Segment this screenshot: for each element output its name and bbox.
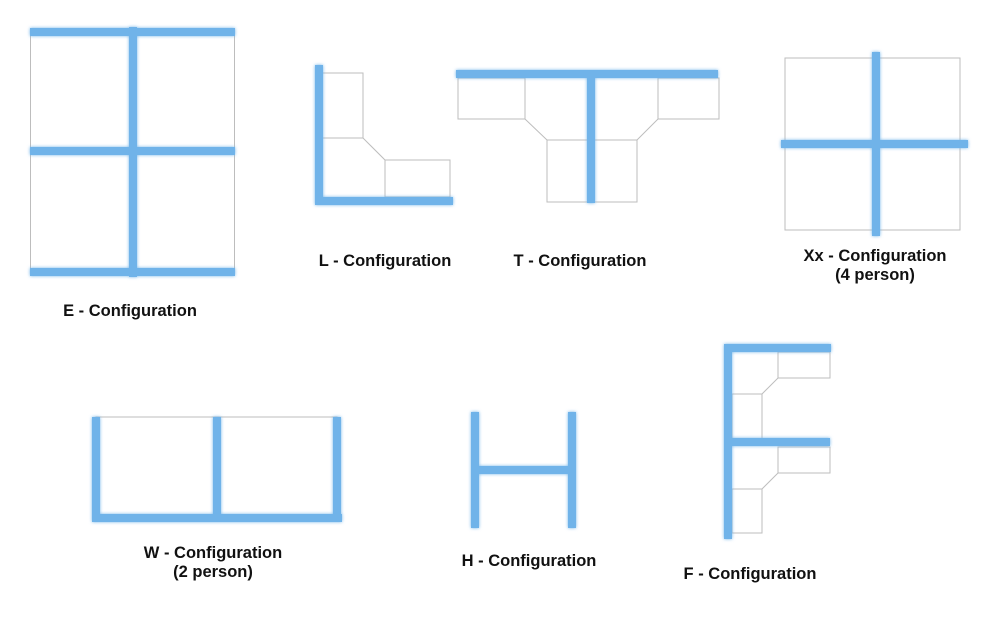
t-configuration-diagram bbox=[456, 70, 720, 203]
figure-f-configuration bbox=[713, 336, 843, 546]
e-configuration-label: E - Configuration bbox=[63, 302, 197, 321]
f-configuration-diagram bbox=[724, 344, 831, 539]
h-configuration-diagram bbox=[471, 412, 576, 528]
label-text: F - Configuration bbox=[683, 565, 817, 583]
figure-xx-configuration bbox=[775, 48, 975, 240]
desk-outlines bbox=[319, 72, 451, 198]
label-text: W - Configuration bbox=[143, 544, 283, 562]
e-configuration-diagram bbox=[30, 27, 235, 277]
blue-panels bbox=[781, 52, 968, 236]
xx-configuration-label: Xx - Configuration (4 person) bbox=[804, 247, 947, 285]
label-text: E - Configuration bbox=[63, 302, 197, 320]
w-configuration-label: W - Configuration (2 person) bbox=[144, 544, 282, 582]
label-text: Xx - Configuration bbox=[803, 247, 947, 265]
l-configuration-label: L - Configuration bbox=[319, 252, 452, 271]
label-subtext: (4 person) bbox=[835, 266, 915, 284]
blue-panels bbox=[456, 70, 718, 203]
blue-panels bbox=[92, 417, 342, 522]
blue-panels bbox=[471, 412, 576, 528]
blue-panels bbox=[315, 65, 453, 205]
h-configuration-label: H - Configuration bbox=[462, 552, 597, 571]
w-configuration-diagram bbox=[92, 416, 342, 522]
blue-panels bbox=[724, 344, 831, 539]
figure-l-configuration bbox=[308, 60, 460, 212]
figure-e-configuration bbox=[28, 22, 240, 280]
xx-configuration-diagram bbox=[781, 52, 968, 236]
f-configuration-label: F - Configuration bbox=[684, 565, 817, 584]
label-subtext: (2 person) bbox=[173, 563, 253, 581]
label-text: H - Configuration bbox=[461, 552, 597, 570]
label-text: T - Configuration bbox=[513, 252, 647, 270]
t-configuration-label: T - Configuration bbox=[514, 252, 647, 271]
l-configuration-diagram bbox=[315, 65, 453, 205]
label-text: L - Configuration bbox=[318, 252, 452, 270]
figure-t-configuration bbox=[450, 62, 725, 210]
figure-w-configuration bbox=[85, 408, 350, 530]
blue-panels bbox=[30, 27, 235, 277]
figure-h-configuration bbox=[460, 405, 590, 540]
